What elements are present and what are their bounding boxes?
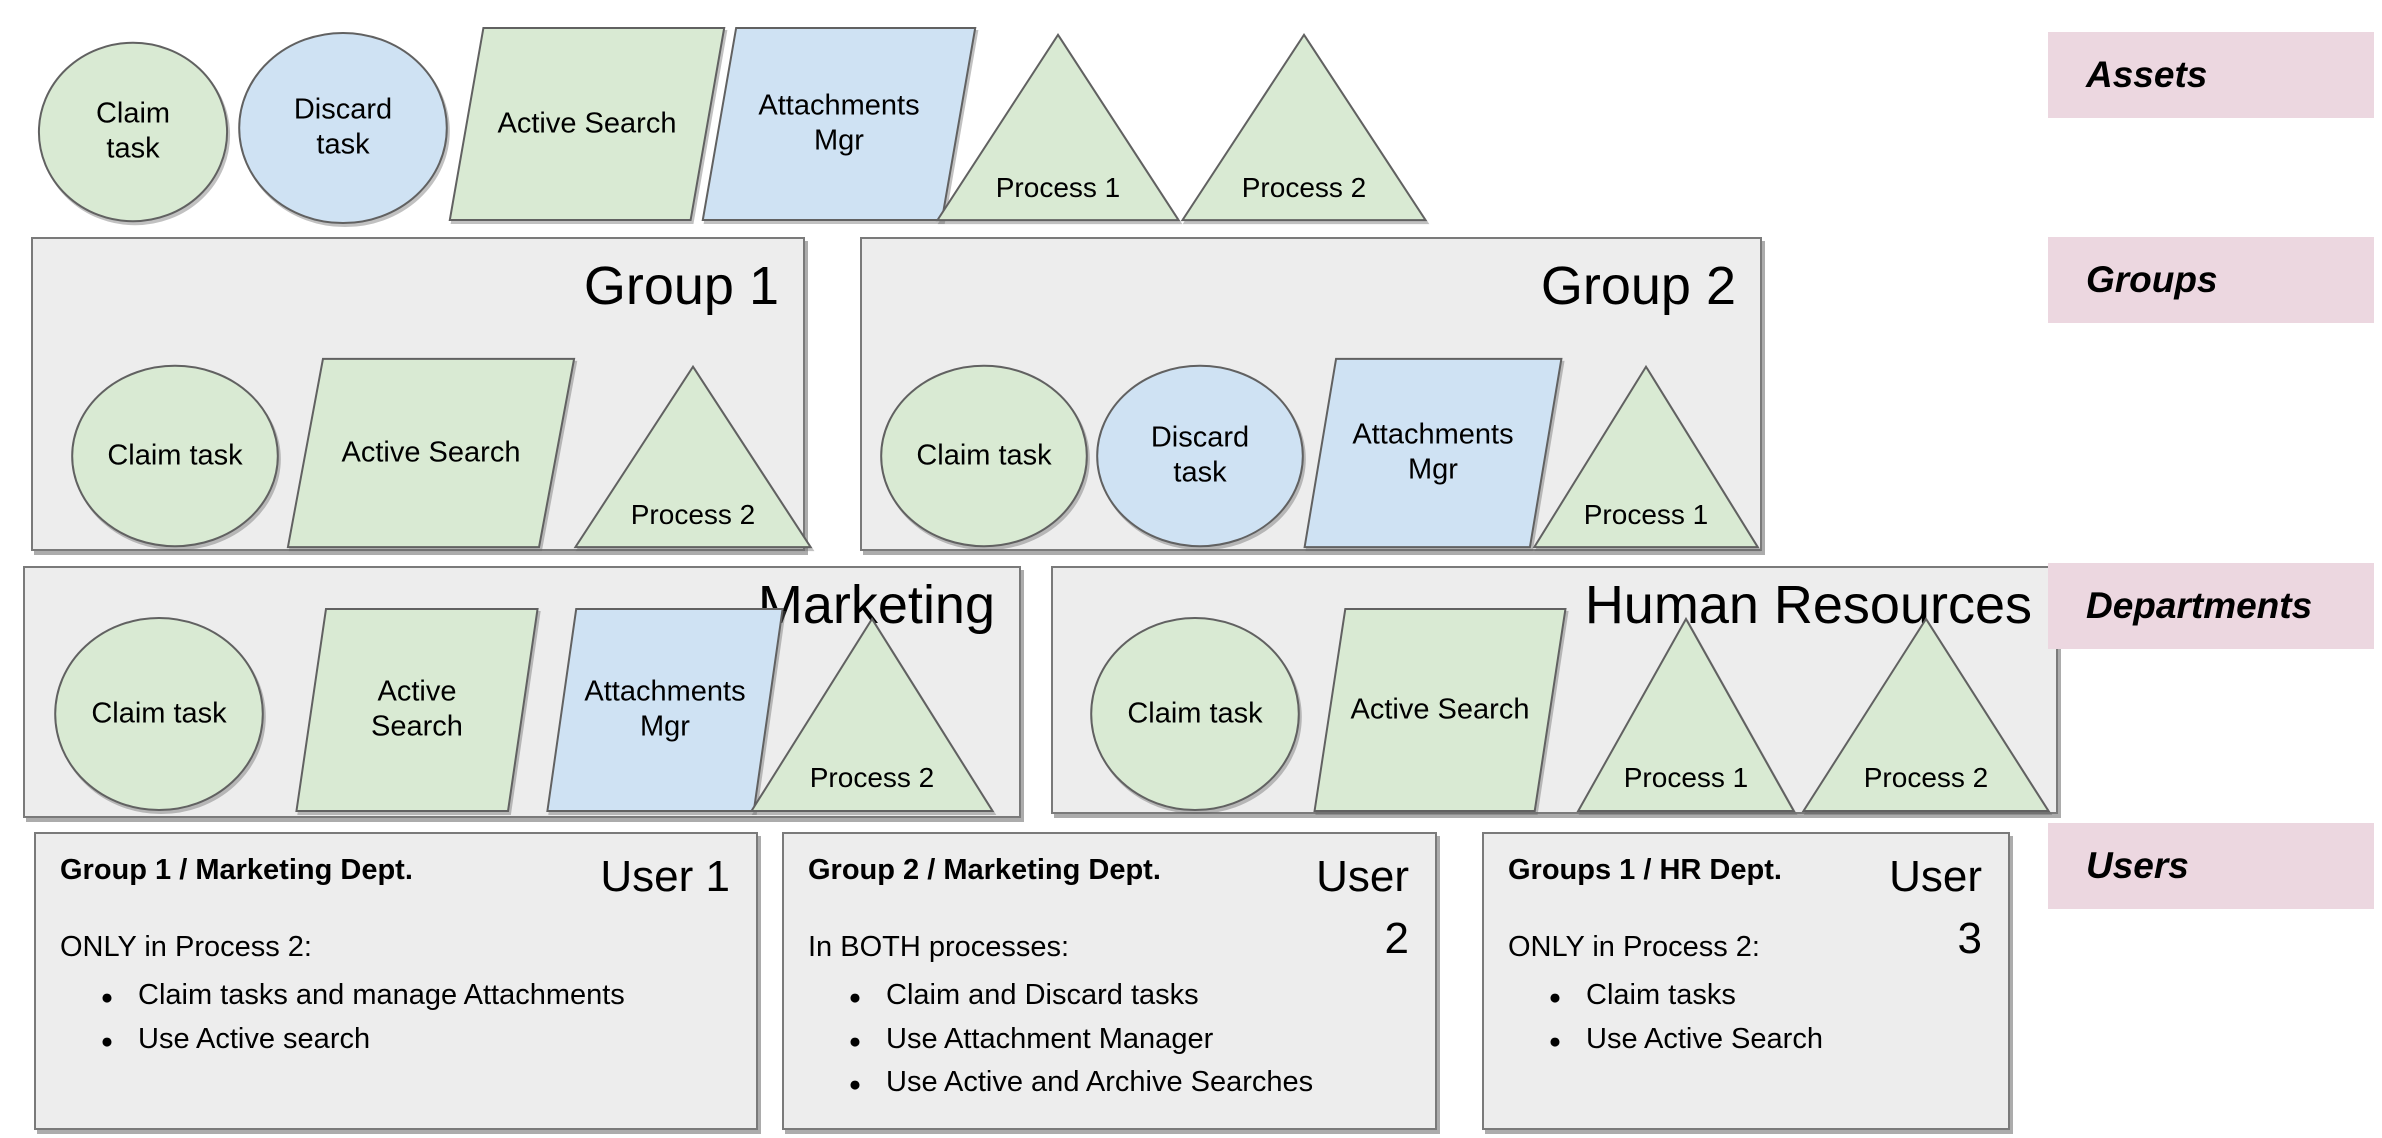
user-2-intro: In BOTH processes:: [808, 931, 1070, 963]
marketing-active-search-shape: Active Search: [294, 607, 540, 813]
ellipse-shape-icon: [1094, 363, 1306, 549]
user-1-header: Group 1 / Marketing Dept.: [60, 854, 413, 886]
side-label-users: Users: [2048, 823, 2374, 909]
asset-active-search-label: Active Search: [497, 107, 677, 140]
triangle-shape-icon: [1801, 615, 2051, 813]
side-label-groups: Groups: [2048, 237, 2374, 323]
asset-active-search-shape: Active Search: [447, 26, 727, 222]
user-1-intro: ONLY in Process 2:: [60, 931, 312, 963]
marketing-active-search-label: Active Search: [371, 675, 463, 743]
marketing-attachments-mgr-label: Attachments Mgr: [584, 675, 746, 743]
side-label-assets-text: Assets: [2086, 54, 2208, 95]
parallelogram-shape-icon: [294, 607, 540, 813]
marketing-claim-task-shape: Claim task: [52, 615, 266, 813]
hr-process-2-label: Process 2: [1863, 762, 1989, 794]
hr-process-1-shape: Process 1: [1576, 615, 1796, 813]
triangle-shape-icon: [1576, 615, 1796, 813]
group-2-process-1-label: Process 1: [1583, 499, 1709, 531]
marketing-claim-task-label: Claim task: [91, 697, 227, 730]
user-3-header: Groups 1 / HR Dept.: [1508, 854, 1782, 886]
bullet-item: Claim tasks: [1524, 974, 1984, 1018]
side-label-departments: Departments: [2048, 563, 2374, 649]
triangle-shape-icon: [749, 615, 995, 813]
human-resources-panel: Human Resources Claim task Active Search…: [1051, 566, 2058, 814]
hr-process-1-label: Process 1: [1623, 762, 1749, 794]
user-2-bullet-list: Claim and Discard tasks Use Attachment M…: [808, 974, 1411, 1105]
asset-process-2-label: Process 2: [1241, 171, 1367, 203]
asset-claim-task-label: Claim task: [95, 97, 171, 165]
group-1-process-2-label: Process 2: [630, 499, 756, 531]
bullet-item: Use Active Search: [1524, 1018, 1984, 1062]
group-1-panel: Group 1 Claim task Active Search Process…: [31, 237, 805, 551]
triangle-shape-icon: [573, 363, 813, 549]
asset-attachments-mgr-label: Attachments Mgr: [758, 89, 920, 157]
group-2-discard-task-shape: Discard task: [1094, 363, 1306, 549]
marketing-panel: Marketing Claim task Active Search Attac…: [23, 566, 1021, 818]
ellipse-shape-icon: [69, 363, 281, 549]
group-2-discard-task-label: Discard task: [1150, 421, 1250, 489]
group-2-claim-task-label: Claim task: [916, 439, 1052, 472]
user-2-title: User 2: [1316, 852, 1409, 964]
human-resources-title: Human Resources: [1584, 575, 2032, 635]
hr-claim-task-label: Claim task: [1127, 697, 1263, 730]
side-label-users-text: Users: [2086, 845, 2189, 886]
side-label-groups-text: Groups: [2086, 259, 2218, 300]
ellipse-shape-icon: [52, 615, 266, 813]
asset-process-1-shape: Process 1: [935, 31, 1181, 222]
group-1-claim-task-shape: Claim task: [69, 363, 281, 549]
user-1-bullet-list: Claim tasks and manage Attachments Use A…: [60, 974, 732, 1061]
user-3-bullet-list: Claim tasks Use Active Search: [1508, 974, 1984, 1061]
user-3-card: Groups 1 / HR Dept. User 3 ONLY in Proce…: [1482, 832, 2010, 1130]
triangle-shape-icon: [935, 31, 1181, 222]
bullet-item: Use Active search: [76, 1018, 732, 1062]
user-3-intro: ONLY in Process 2:: [1508, 931, 1760, 963]
group-2-process-1-shape: Process 1: [1532, 363, 1760, 549]
ellipse-shape-icon: [36, 40, 230, 224]
triangle-shape-icon: [1180, 31, 1428, 222]
asset-process-2-shape: Process 2: [1180, 31, 1428, 222]
asset-process-1-label: Process 1: [995, 171, 1121, 203]
ellipse-shape-icon: [236, 30, 450, 226]
group-2-attachments-mgr-shape: Attachments Mgr: [1302, 357, 1564, 549]
marketing-process-2-shape: Process 2: [749, 615, 995, 813]
group-1-process-2-shape: Process 2: [573, 363, 813, 549]
asset-discard-task-shape: Discard task: [236, 30, 450, 226]
parallelogram-shape-icon: [285, 357, 577, 549]
user-3-title: User 3: [1889, 852, 1982, 964]
user-1-card: Group 1 / Marketing Dept. User 1 ONLY in…: [34, 832, 758, 1130]
asset-discard-task-label: Discard task: [293, 93, 393, 161]
user-2-header: Group 2 / Marketing Dept.: [808, 854, 1161, 886]
group-1-title: Group 1: [583, 256, 779, 316]
group-1-active-search-label: Active Search: [341, 436, 521, 469]
ellipse-shape-icon: [1088, 615, 1302, 813]
user-1-title: User 1: [600, 852, 730, 901]
hr-claim-task-shape: Claim task: [1088, 615, 1302, 813]
group-1-claim-task-label: Claim task: [107, 439, 243, 472]
side-label-assets: Assets: [2048, 32, 2374, 118]
group-2-panel: Group 2 Claim task Discard task Attachme…: [860, 237, 1762, 551]
user-2-card: Group 2 / Marketing Dept. User 2 In BOTH…: [782, 832, 1437, 1130]
ellipse-shape-icon: [878, 363, 1090, 549]
hr-active-search-shape: Active Search: [1312, 607, 1568, 813]
parallelogram-shape-icon: [1302, 357, 1564, 549]
triangle-shape-icon: [1532, 363, 1760, 549]
parallelogram-shape-icon: [1312, 607, 1568, 813]
marketing-process-2-label: Process 2: [809, 762, 935, 794]
group-2-title: Group 2: [1540, 256, 1736, 316]
group-2-claim-task-shape: Claim task: [878, 363, 1090, 549]
group-1-active-search-shape: Active Search: [285, 357, 577, 549]
group-2-attachments-mgr-label: Attachments Mgr: [1352, 418, 1514, 486]
bullet-item: Use Active and Archive Searches: [824, 1061, 1411, 1105]
bullet-item: Claim tasks and manage Attachments: [76, 974, 732, 1018]
bullet-item: Use Attachment Manager: [824, 1018, 1411, 1062]
bullet-item: Claim and Discard tasks: [824, 974, 1411, 1018]
parallelogram-shape-icon: [447, 26, 727, 222]
asset-claim-task-shape: Claim task: [36, 40, 230, 224]
hr-active-search-label: Active Search: [1350, 693, 1530, 726]
hr-process-2-shape: Process 2: [1801, 615, 2051, 813]
side-label-departments-text: Departments: [2086, 585, 2313, 626]
asset-attachments-mgr-shape: Attachments Mgr: [700, 26, 978, 222]
